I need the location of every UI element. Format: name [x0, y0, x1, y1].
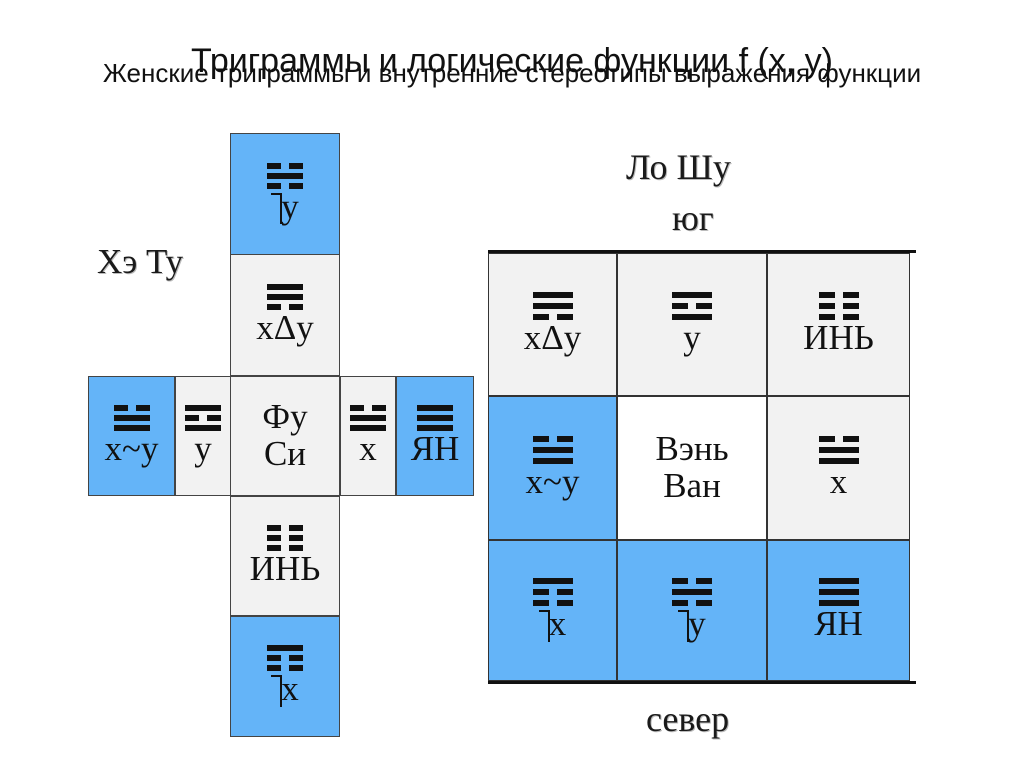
lo-shu-cell-6: x	[767, 396, 910, 540]
center-line-2: Ван	[663, 466, 721, 505]
page-title: Триграммы и логические функции f (x, y)	[191, 42, 833, 80]
cell-label: ИНЬ	[803, 318, 874, 358]
center-line-1: Фу	[262, 397, 308, 437]
lo-shu-north-label: север	[646, 699, 730, 739]
trigram-icon	[532, 578, 573, 607]
he-tu-center: Фу Си	[230, 376, 340, 496]
he-tu-cell-left-outer: x~y	[88, 376, 175, 496]
center-line-2: Си	[263, 434, 307, 473]
lo-shu-cell-3: ИНЬ	[767, 253, 910, 396]
cell-label: ЯН	[814, 604, 863, 644]
trigram-icon	[532, 292, 573, 321]
trigram-icon	[350, 404, 386, 431]
he-tu-cell-lower: ИНЬ	[230, 496, 340, 616]
lo-shu-cell-1: xΔy	[488, 253, 617, 396]
trigram-icon	[672, 578, 712, 607]
trigram-icon	[417, 404, 453, 431]
he-tu-cell-top: y	[230, 133, 340, 255]
trigram-icon	[818, 435, 859, 464]
cell-label: xΔy	[256, 307, 314, 347]
he-tu-cell-right-inner: x	[340, 376, 396, 496]
trigram-icon	[672, 292, 712, 321]
lo-shu-cell-7: x	[488, 540, 617, 681]
trigram-icon	[267, 645, 303, 672]
cell-label: x~y	[104, 428, 159, 468]
he-tu-cell-left-inner: y	[175, 376, 231, 496]
negated-y-label: y	[271, 188, 299, 226]
trigram-icon	[185, 404, 221, 431]
negated-y-label: y	[678, 605, 706, 643]
negated-x-label: x	[271, 670, 299, 708]
cell-label: ЯН	[410, 428, 460, 468]
cell-label: x	[829, 461, 848, 501]
trigram-icon	[267, 524, 303, 551]
negated-x-label: x	[538, 605, 566, 643]
cell-label: x	[359, 428, 377, 468]
cell-label: x~y	[525, 461, 580, 501]
lo-shu-cell-9: ЯН	[767, 540, 910, 681]
trigram-icon	[267, 283, 303, 310]
lo-shu-cell-8: y	[617, 540, 767, 681]
trigram-icon	[267, 162, 303, 189]
trigram-icon	[532, 435, 573, 464]
lo-shu-cell-2: y	[617, 253, 767, 396]
he-tu-cell-bottom: x	[230, 616, 340, 737]
lo-shu-label: Ло Шу	[626, 147, 731, 187]
center-line-1: Вэнь	[655, 429, 729, 469]
cell-label: y	[194, 428, 212, 468]
cell-label: y	[683, 318, 701, 358]
he-tu-label: Хэ Ту	[97, 242, 184, 281]
cell-label: ИНЬ	[249, 548, 321, 588]
lo-shu-grid: xΔy y ИНЬ x~y Вэнь Ван x x	[488, 250, 916, 684]
page-subtitle-overlay: Женские триграммы и внутренние стереотип…	[102, 58, 922, 88]
he-tu-cell-right-outer: ЯН	[396, 376, 474, 496]
cell-label: xΔy	[523, 318, 582, 358]
trigram-icon	[113, 404, 150, 431]
trigram-icon	[818, 578, 859, 607]
lo-shu-south-label: юг	[672, 198, 714, 238]
he-tu-cell-upper: xΔy	[230, 254, 340, 376]
trigram-icon	[818, 292, 859, 321]
lo-shu-cell-4: x~y	[488, 396, 617, 540]
lo-shu-center: Вэнь Ван	[617, 396, 767, 540]
